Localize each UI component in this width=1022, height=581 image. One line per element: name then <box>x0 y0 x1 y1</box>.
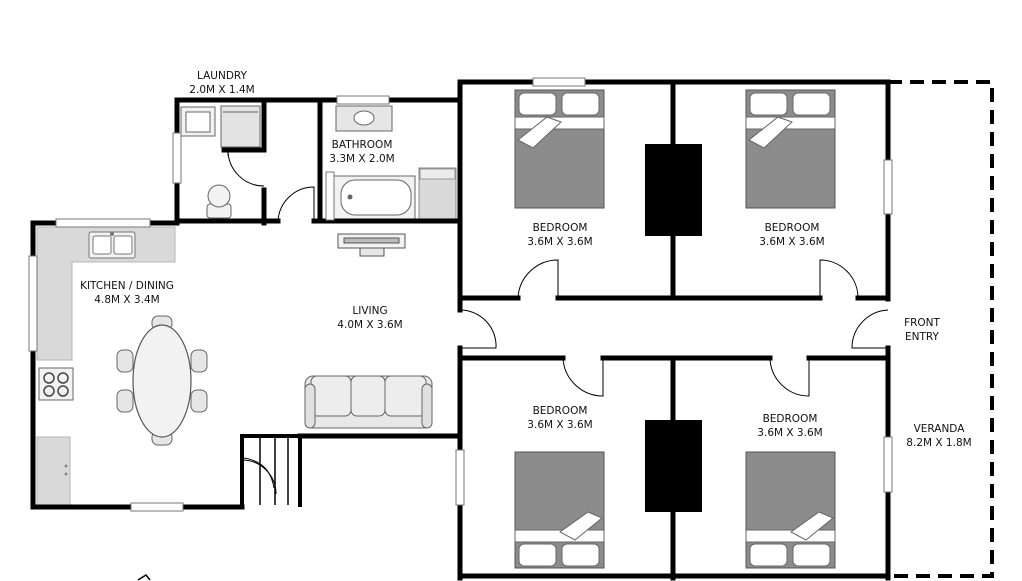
room-label-bedroom-bottom-right: BEDROOM 3.6M X 3.6M <box>757 412 822 440</box>
bed-icon <box>745 451 836 569</box>
room-size: 3.3M X 2.0M <box>329 153 395 165</box>
room-name: LAUNDRY <box>197 70 247 82</box>
dining-table-icon <box>116 315 208 446</box>
room-name: VERANDA <box>913 423 965 435</box>
toilet-icon <box>206 184 232 219</box>
room-label-bedroom-top-right: BEDROOM 3.6M X 3.6M <box>759 221 824 249</box>
veranda-outline <box>888 80 994 578</box>
room-name: BEDROOM <box>762 413 818 425</box>
bathtub-icon <box>333 175 416 220</box>
room-name: BEDROOM <box>532 222 588 234</box>
counter-knob-icon <box>64 472 68 476</box>
bathroom-cabinet-icon <box>418 167 457 220</box>
room-size: 2.0M X 1.4M <box>189 84 255 96</box>
tv-unit-icon <box>337 233 406 257</box>
room-name: LIVING <box>352 305 388 317</box>
kitchen-sink-icon <box>88 231 136 259</box>
counter-knob-icon <box>64 464 68 468</box>
room-size: 3.6M X 3.6M <box>527 236 593 248</box>
room-label-bathroom: BATHROOM 3.3M X 2.0M <box>329 138 394 166</box>
room-label-veranda: VERANDA 8.2M X 1.8M <box>906 422 971 450</box>
bathroom-vanity-icon <box>335 105 393 132</box>
room-name: BEDROOM <box>764 222 820 234</box>
windows <box>28 77 893 512</box>
room-size: 4.8M X 3.4M <box>94 294 160 306</box>
room-name: ENTRY <box>905 331 939 343</box>
room-label-bedroom-top-left: BEDROOM 3.6M X 3.6M <box>527 221 592 249</box>
room-label-bedroom-bottom-left: BEDROOM 3.6M X 3.6M <box>527 404 592 432</box>
stove-icon <box>38 367 74 401</box>
arrow-icon <box>137 574 151 581</box>
kitchen-counter <box>36 226 176 361</box>
room-name: BEDROOM <box>532 405 588 417</box>
room-name: BATHROOM <box>331 139 393 151</box>
room-size: 3.6M X 3.6M <box>527 419 593 431</box>
stairs <box>240 434 302 507</box>
bed-icon <box>514 89 605 209</box>
room-label-kitchen-dining: KITCHEN / DINING 4.8M X 3.4M <box>80 279 174 307</box>
washing-machine-icon <box>220 105 261 148</box>
room-name: FRONT <box>904 317 940 329</box>
room-label-laundry: LAUNDRY 2.0M X 1.4M <box>189 69 254 97</box>
room-size: 4.0M X 3.6M <box>337 319 403 331</box>
doors <box>227 149 889 495</box>
room-label-front-entry: FRONT ENTRY <box>904 316 940 344</box>
room-size: 3.6M X 3.6M <box>759 236 825 248</box>
sofa-icon <box>304 375 433 429</box>
room-size: 3.6M X 3.6M <box>757 427 823 439</box>
bed-icon <box>745 89 836 209</box>
room-name: KITCHEN / DINING <box>80 280 174 292</box>
room-size: 8.2M X 1.8M <box>906 437 972 449</box>
room-label-living: LIVING 4.0M X 3.6M <box>337 304 402 332</box>
bed-icon <box>514 451 605 569</box>
kitchen-counter-lower <box>36 436 71 507</box>
laundry-tub-icon <box>180 106 216 137</box>
